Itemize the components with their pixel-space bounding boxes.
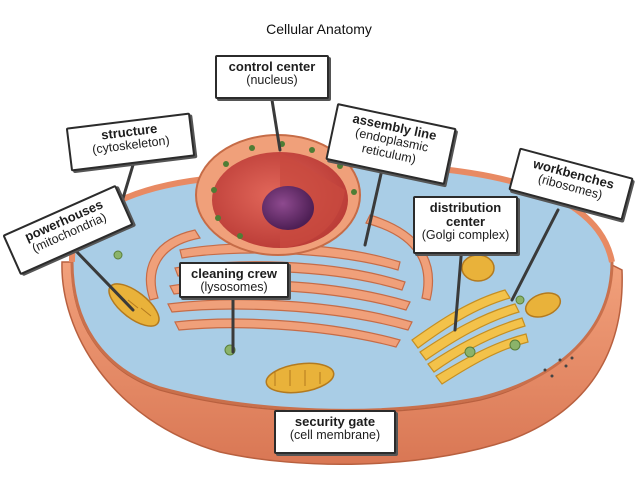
diagram-title: Cellular Anatomy	[266, 21, 372, 37]
nucleus	[195, 134, 361, 256]
ribosomes	[543, 356, 574, 378]
membrane-label: security gate	[294, 414, 376, 429]
golgi-label-1: distribution	[429, 200, 502, 215]
mitochondria	[108, 254, 562, 394]
nucleolus	[262, 186, 314, 230]
sign-membrane: security gate (cell membrane)	[274, 410, 396, 454]
golgi-label-2: center	[445, 214, 486, 230]
sign-golgi: distribution center (Golgi complex)	[413, 196, 518, 254]
golgi-complex	[411, 289, 529, 385]
golgi-sublabel: (Golgi complex)	[421, 228, 510, 243]
lysosomes-sublabel: (lysosomes)	[200, 280, 268, 295]
nucleus-sublabel: (nucleus)	[246, 73, 298, 88]
nucleus-label: control center	[228, 59, 316, 74]
lysosomes	[113, 250, 525, 358]
cell-membrane-side	[61, 261, 623, 466]
sign-lysosomes: cleaning crew (lysosomes)	[179, 262, 289, 298]
membrane-sublabel: (cell membrane)	[289, 428, 381, 443]
sign-nucleus: control center (nucleus)	[215, 55, 329, 99]
lysosomes-label: cleaning crew	[191, 266, 277, 281]
